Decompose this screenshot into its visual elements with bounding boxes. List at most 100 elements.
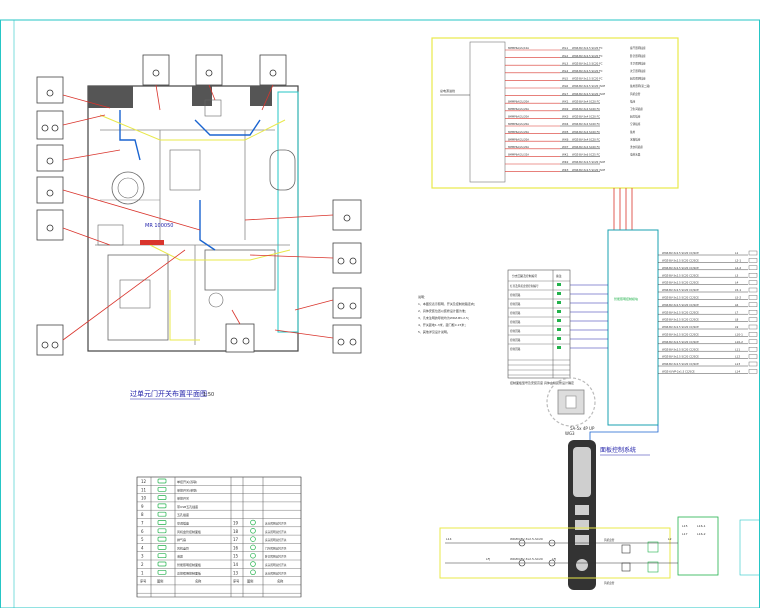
control-table-indicator [557,337,561,340]
touch-panel-ring [546,377,596,427]
wiring-right-code: L2 [668,537,672,541]
wall-switch-dial [576,559,588,571]
legend-name: 风机盘管控制面板 [177,529,201,534]
control-table-frame [507,269,571,379]
fan-coil-wiring: L14 WDZN-BV-3x2.5-SC20 WDZN-BV-3x2.5-SC2… [439,516,760,585]
panel-row-cable: WDZ-BV-3x2.5 SC20 FC [572,69,603,73]
legend-symbol-icon [250,569,256,576]
control-table-indicator [557,292,561,295]
panel-row-breaker: 8MMP6A/2L/20A [508,137,529,141]
panel-row-breaker: 8MMP6A/2L/32A [508,153,529,157]
room-tag [140,240,164,245]
panel-row-code: WL7 [562,92,568,96]
legend-number: 3 [141,554,144,559]
panel-row-breaker: 8MMP6A/2L/20A [508,99,529,103]
relay-icon [621,562,631,572]
legend-number: 13 [233,570,239,575]
legend-number: 15 [233,554,239,559]
callout-box [332,287,362,319]
wall-switch-screen [573,447,591,497]
output-row-cable: WDZ-BV-3x2.5 SC20 CC/SCE [662,251,699,255]
legend-symbol-icon [250,561,256,567]
panel-row-breaker: 8MMP6A/2L/10A [508,46,529,50]
wiring-small-label: 风机盘管 [604,581,615,585]
panel-row-load: 空调插座 [630,122,641,126]
output-row-terminal [748,265,758,270]
contactor-icon [647,541,659,553]
wiring-small-label: 风机盘管 [604,538,615,542]
toilet [204,99,222,117]
panel-row-cable: WDZ-BV-3x4 SC20 FC [572,115,600,119]
wall-switch-key [575,505,589,515]
legend-name: 带USB五孔插座 [177,504,198,509]
panel-row-cable: WDZ-BV-3x4 SC20 FC [572,145,600,149]
output-row-code: L13 [735,362,740,366]
legend-name: 床头照明双控开关 [265,571,287,575]
panel-feed-label: 总电源进线 [440,88,455,93]
legend-name: 单控开关(双联) [177,479,197,484]
wiring-left-code: L14 [446,537,452,541]
panel-row-load: 冰箱插座 [630,137,641,141]
legend-number: 6 [141,529,144,534]
legend-name: 床头照明双控开关 [265,522,287,526]
output-row-code: L11 [735,347,740,351]
legend-name: 总控照明控制面板 [177,570,201,575]
legend-number: 19 [233,521,239,526]
output-row-terminal [748,369,758,374]
wall-switch-key [575,520,589,530]
panel-frame [431,37,679,189]
panel-row-load: 备用照明(第二路) [630,84,650,88]
panel-row-load: 插座 [630,99,636,103]
legend-header: 名称 [195,579,202,584]
wiring-cable-1: WDZN-BV-3x2.5-SC20 [510,537,543,541]
output-row-cable: WDZ-BV-3x2.5 SC20 CC/SCE [662,273,699,277]
output-row-code: L10-1 [735,333,743,337]
output-row-terminal [748,354,758,359]
wiring-right-box [739,519,760,576]
contactor-icon [647,561,659,573]
legend-symbol-icon [157,553,167,559]
panel-row-load: 厨房照明插座 [630,77,646,81]
callout-box [36,110,64,140]
panel-row-cable: WDZ-BV-3x4 SC20 FC [572,122,600,126]
output-row-terminal [748,280,758,285]
legend-number: 14 [233,562,239,567]
legend-symbol-icon [157,536,167,542]
panel-row-code: WK2 [562,160,569,164]
panel-row-code: WL2 [562,54,568,58]
output-row-code: L2-2 [735,266,741,270]
output-row-cable: WDZ-BV-3x2.5 SC20 CC/SCE [662,296,699,300]
design-notes: 说明：1、本图仅表示照明、开关及控制线路走向；2、具体安装位置以装修设计图为准；… [418,294,477,334]
control-table-row: 控制回路 [510,329,521,333]
legend-number: 7 [141,521,144,526]
output-row-terminal [748,361,758,367]
legend-number: 10 [141,496,147,501]
panel-row-cable: WDZ-BV-3x4 SC20 FC [572,130,600,134]
panel-row-code: WX2 [562,107,569,111]
panel-row-cable: WDZ-BV-3x2.5 SC20 /SCE [572,160,605,164]
output-row-terminal [748,332,758,337]
control-table-row: 灯具及风机盘管控制编号 [510,284,539,288]
output-row-code: L5-2 [735,296,741,300]
legend-name: 空调插座 [177,521,189,526]
output-row-code: L2-1 [735,259,741,263]
switch-callouts [36,54,362,356]
panel-row-code: WL4 [562,69,568,73]
legend-number: 4 [141,545,144,550]
wire-yellow [169,290,200,341]
panel-row-code: WX6 [562,137,569,141]
switch-icon [41,69,357,349]
legend-name: 卧室照明双控开关 [265,555,287,559]
output-row-code: L9 [735,325,739,329]
legend-symbol-icon [157,520,167,525]
callout-box [225,323,255,353]
control-table-row: 控制回路 [510,347,521,351]
legend-number: 9 [141,504,144,509]
kitchen-counter [169,149,201,191]
output-row-code: L6 [735,303,739,307]
